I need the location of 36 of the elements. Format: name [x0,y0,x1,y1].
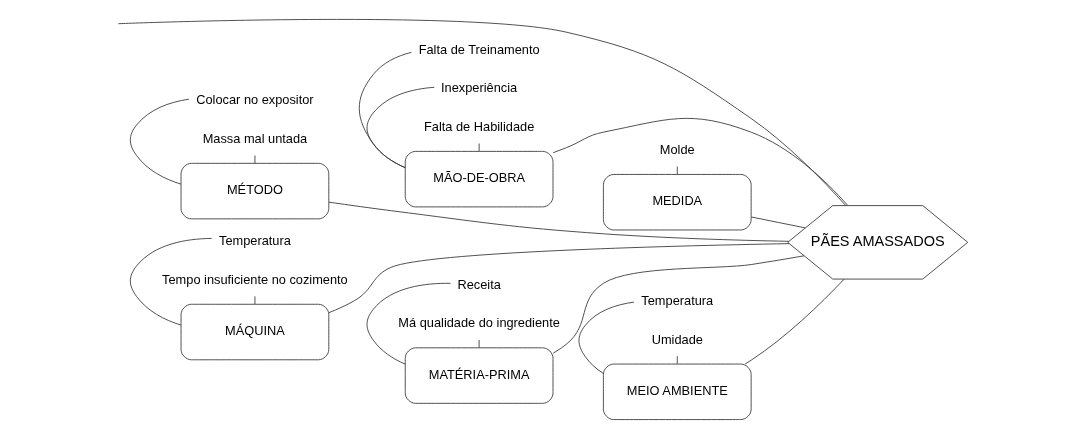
connector [254,155,255,164]
node-text: Receita [456,276,501,292]
connector [578,301,634,374]
node-text: Colocar no expositor [195,92,314,108]
node-text: Massa mal untada [202,130,307,146]
connector [478,143,480,152]
node-text: Falta de Habilidade [423,118,534,134]
node-text: Umidade [651,331,703,347]
connector [552,255,805,354]
connector [676,166,678,175]
node-text: Tempo insuficiente no cozimento [161,271,348,287]
node-box: MÁQUINA [180,303,329,361]
connector [744,278,845,365]
connector [328,243,790,314]
node-text: Inexperiência [440,80,517,96]
connector [117,19,846,207]
connector [129,238,212,326]
node-text: Falta de Treinamento [418,42,540,58]
node-box: MEIO AMBIENTE [602,363,752,420]
node-box: MATÉRIA-PRIMA [404,347,553,404]
connector [552,117,848,206]
connector [478,339,480,348]
connector [676,355,678,365]
connector [750,216,806,229]
node-text: Temperatura [640,293,713,309]
connector [366,86,435,169]
connector [328,201,789,242]
node-box: MÉTODO [180,162,329,220]
node-text: Má qualidade do ingrediente [397,315,560,331]
node-text: Molde [659,141,695,157]
node-box: MEDIDA [602,174,752,231]
connector [366,282,451,365]
node-box: MÃO-DE-OBRA [404,150,553,208]
connector [254,295,255,305]
node-text: Temperatura [218,233,291,249]
connector [129,98,189,185]
